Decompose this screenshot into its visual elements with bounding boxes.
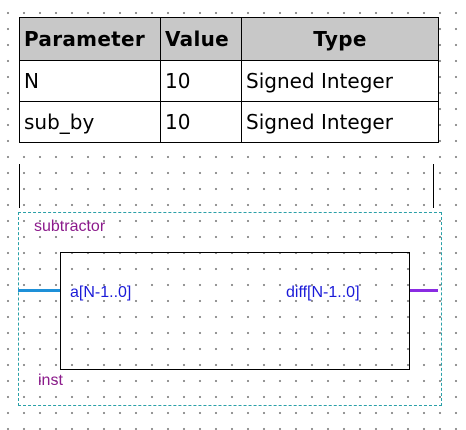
subtractor-block-symbol[interactable] (60, 252, 410, 370)
parameter-value-cell[interactable]: 10 (160, 101, 242, 143)
header-value: Value (160, 17, 242, 61)
parameter-type-cell[interactable]: Signed Integer (241, 101, 439, 143)
input-port-label: a[N-1..0] (70, 284, 132, 301)
output-port-wire[interactable] (410, 289, 438, 292)
header-type: Type (241, 17, 439, 61)
input-port-wire[interactable] (18, 289, 60, 292)
output-port-label: diff[N-1..0] (286, 284, 360, 301)
instance-name-label: inst (38, 372, 63, 389)
parameter-name-cell[interactable]: sub_by (19, 101, 161, 143)
parameter-row-n[interactable]: N 10 Signed Integer (19, 60, 439, 102)
parameter-row-sub-by[interactable]: sub_by 10 Signed Integer (19, 101, 439, 143)
parameter-table-header-row: Parameter Value Type (19, 17, 439, 61)
parameter-value-cell[interactable]: 10 (160, 60, 242, 102)
parameter-name-cell[interactable]: N (19, 60, 161, 102)
parameter-table-empty-row[interactable] (19, 164, 434, 208)
header-parameter: Parameter (19, 17, 161, 61)
parameter-type-cell[interactable]: Signed Integer (241, 60, 439, 102)
block-selection-frame[interactable] (18, 212, 442, 406)
module-name-label: subtractor (34, 218, 106, 235)
parameter-table: Parameter Value Type N 10 Signed Integer… (19, 17, 439, 143)
